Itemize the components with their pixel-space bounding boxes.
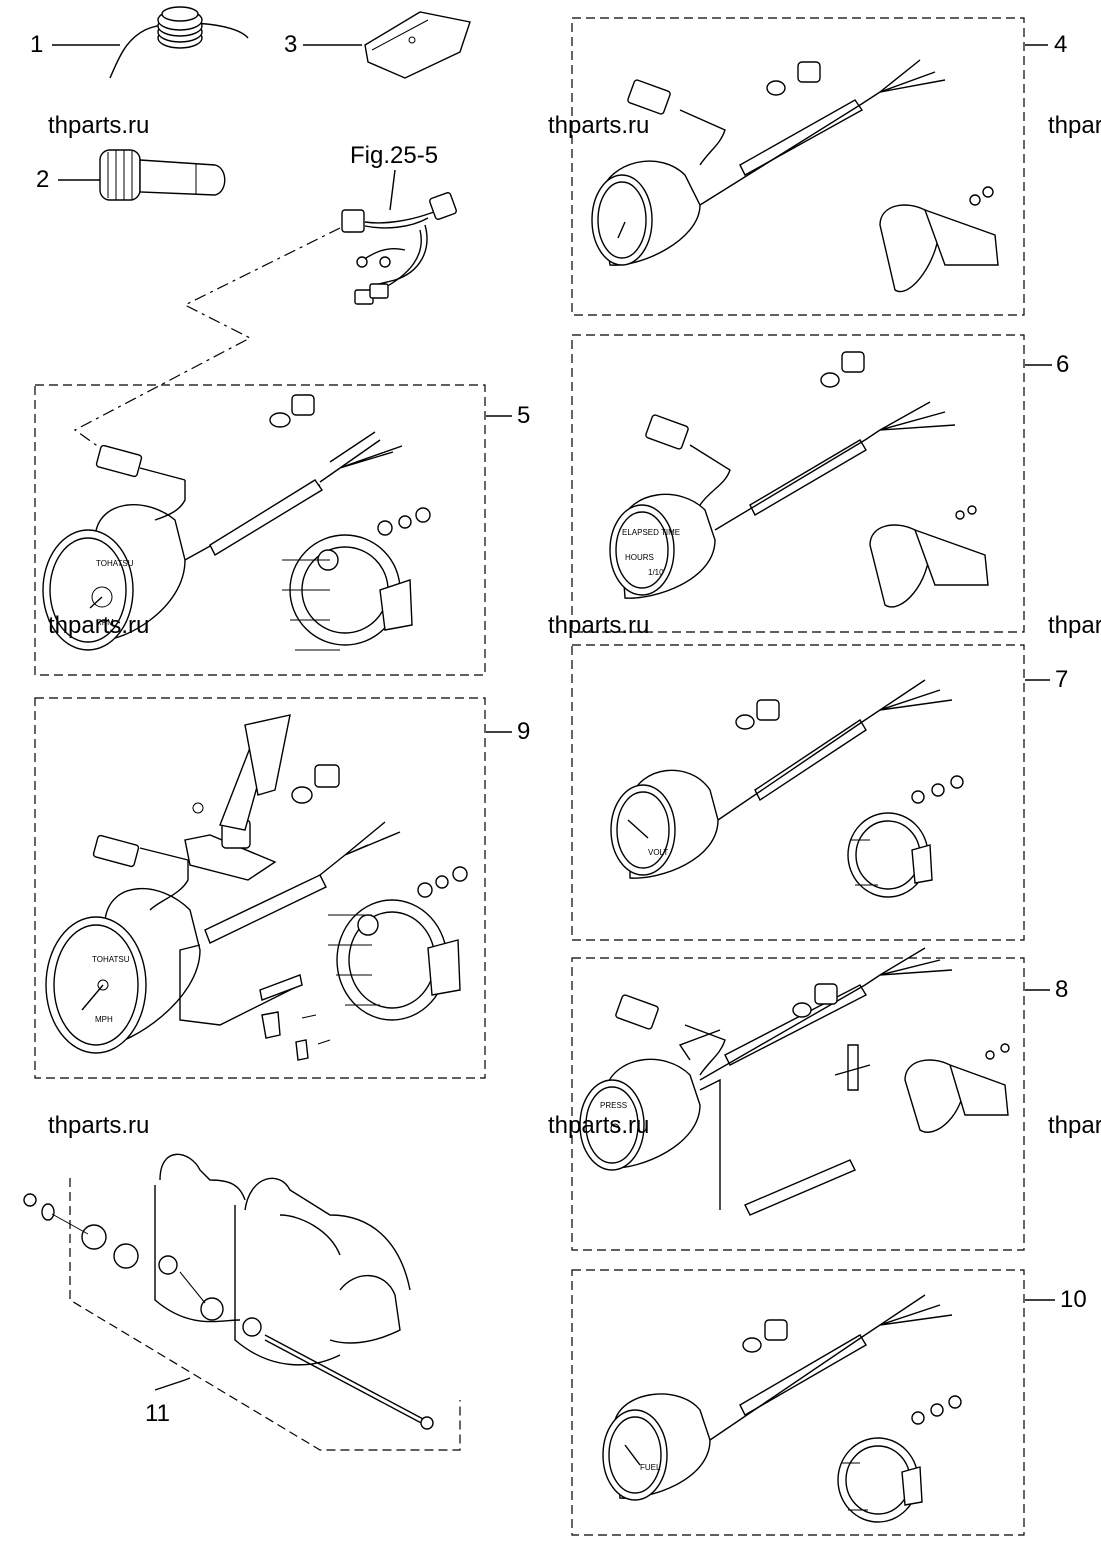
box-8 — [571, 957, 1025, 1251]
gauge-7-assembly: VOLT — [610, 679, 964, 898]
gauge-face-label: MPH — [95, 1015, 113, 1024]
box-10 — [571, 1269, 1025, 1536]
gauge-face-label: 1/10 — [648, 568, 664, 577]
gauge-face-label: TOHATSU — [96, 559, 134, 568]
gauge-face-label: PRESS — [600, 1101, 627, 1110]
tachometer-assembly: TOHATSU RPM — [42, 394, 431, 651]
gauge-face-label: ELAPSED TIME — [622, 528, 680, 537]
part-2-hose-fitting — [58, 149, 226, 201]
gauge-6-assembly: ELAPSED TIME HOURS 1/10 — [609, 351, 989, 608]
box-5 — [34, 384, 486, 676]
gauge-face-label: VOLT — [648, 848, 668, 857]
gauge-face-label: TOHATSU — [92, 955, 130, 964]
gauge-face-label: RPM — [96, 618, 114, 627]
box-11 — [69, 1178, 461, 1451]
harness-assembly — [341, 169, 457, 305]
speedometer-assembly: TOHATSU MPH — [45, 714, 468, 1061]
part-3-pad — [303, 11, 471, 79]
box-9 — [34, 697, 486, 1079]
box-4 — [571, 17, 1025, 316]
gauge-8-assembly: PRESS — [579, 947, 1010, 1216]
gauge-face-label: FUEL — [640, 1463, 661, 1472]
gauge-10-assembly: FUEL — [602, 1294, 962, 1523]
mounting-assembly — [23, 1153, 434, 1430]
box-7 — [571, 644, 1025, 941]
gauge-4-assembly — [591, 59, 999, 293]
part-1-wire-coil — [52, 6, 249, 79]
gauge-face-label: HOURS — [625, 553, 654, 562]
box-6 — [571, 334, 1025, 633]
